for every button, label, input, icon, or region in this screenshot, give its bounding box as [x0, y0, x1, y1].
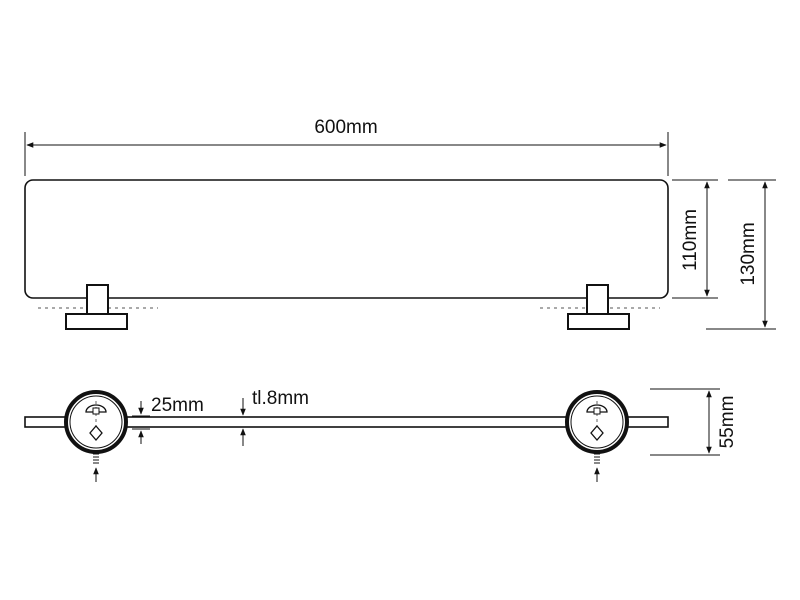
bracket-width-label: 25mm	[151, 395, 204, 416]
bracket-disc-left	[64, 390, 128, 482]
screw-left	[93, 453, 99, 482]
depth-label: 55mm	[717, 396, 738, 449]
top-view: 25mm tl.8mm 55mm	[24, 388, 738, 482]
bracket-right	[567, 284, 630, 330]
total-height-label: 130mm	[738, 222, 759, 285]
shelf-height-label: 110mm	[680, 209, 701, 271]
screw-right	[594, 453, 600, 482]
bracket-disc-right	[565, 390, 629, 482]
front-view: 600mm 110mm 130mm	[24, 117, 776, 330]
bracket-left	[65, 284, 128, 330]
thickness-label: tl.8mm	[252, 388, 309, 409]
glass-shelf-front	[24, 179, 669, 299]
length-dimension-label: 600mm	[314, 117, 377, 138]
glass-shelf-top	[24, 416, 669, 428]
